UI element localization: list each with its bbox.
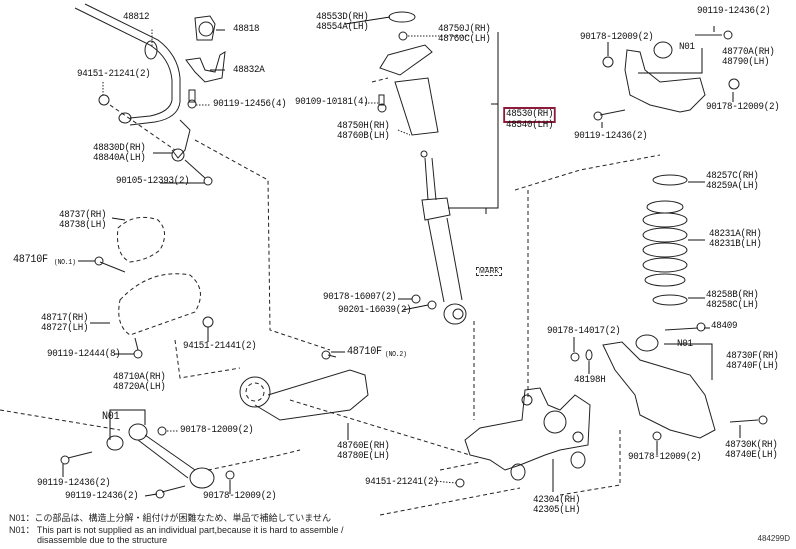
spring-drawing: [642, 174, 688, 306]
bracket-48832A-drawing: [185, 51, 226, 83]
leader-lines: [62, 16, 741, 497]
part-label-48738[interactable]: 48738(LH): [59, 220, 107, 231]
part-label-90105-12393[interactable]: 90105-12393(2): [116, 176, 190, 187]
part-label-48818[interactable]: 48818: [233, 24, 260, 35]
knuckle-drawing: [455, 387, 591, 488]
part-label-90178-12009-top-right-1[interactable]: 90178-12009(2): [580, 32, 654, 43]
part-label-48760C[interactable]: 48760C(LH): [438, 34, 491, 45]
part-label-48259A[interactable]: 48259A(LH): [706, 181, 759, 192]
upper-arm-drawing: [593, 30, 740, 121]
part-label-48740F[interactable]: 48740F(LH): [726, 361, 779, 372]
part-label-n01-lower-right[interactable]: N01: [677, 339, 693, 350]
stabilizer-bar-drawing: [74, 3, 181, 126]
part-label-48760E[interactable]: 48760E(RH): [337, 441, 390, 452]
part-label-48840A[interactable]: 48840A(LH): [93, 153, 146, 164]
part-label-48710F-no2-suffix: (NO.2): [385, 351, 407, 359]
shock-mount-drawing: [371, 11, 439, 158]
part-label-48540[interactable]: 48540(LH): [506, 120, 554, 131]
note-n01-japanese: N01：この部品は、構造上分解・組付けが困難なため、単品で補給していません: [9, 513, 331, 523]
part-label-90119-12444[interactable]: 90119-12444(8): [47, 349, 121, 360]
part-label-48750H[interactable]: 48750H(RH): [337, 121, 390, 132]
part-label-42304[interactable]: 42304(RH): [533, 495, 581, 506]
part-label-48720A[interactable]: 48720A(LH): [113, 382, 166, 393]
part-label-48231A[interactable]: 48231A(RH): [709, 229, 762, 240]
part-label-48760B[interactable]: 48760B(LH): [337, 131, 390, 142]
part-label-90109-10181[interactable]: 90109-10181(4): [295, 97, 369, 108]
part-label-48750J[interactable]: 48750J(RH): [438, 24, 491, 35]
part-label-48727[interactable]: 48727(LH): [41, 323, 89, 334]
member-mount-drawing: [94, 216, 214, 359]
part-label-90119-12436-top-right[interactable]: 90119-12436(2): [697, 6, 771, 17]
part-label-48409[interactable]: 48409: [711, 321, 738, 332]
part-label-48790[interactable]: 48790(LH): [722, 57, 770, 68]
part-label-90201-16039[interactable]: 90201-16039(2): [338, 305, 412, 316]
part-label-90119-12436-bottom-left-1[interactable]: 90119-12436(2): [37, 478, 111, 489]
part-label-48554A[interactable]: 48554A(LH): [316, 22, 369, 33]
part-label-48780E[interactable]: 48780E(LH): [337, 451, 390, 462]
shock-absorber-drawing: [411, 157, 467, 325]
part-label-90119-12456[interactable]: 90119-12456(4): [213, 99, 287, 110]
part-label-48710F-no2[interactable]: 48710F: [347, 346, 382, 358]
bolt-90119-12456-drawing: [187, 89, 197, 109]
part-label-90178-12009-bottom-left[interactable]: 90178-12009(2): [203, 491, 277, 502]
part-label-90119-12436-bottom-left-2[interactable]: 90119-12436(2): [65, 491, 139, 502]
part-label-42305[interactable]: 42305(LH): [533, 505, 581, 516]
bushing-48818-drawing: [194, 15, 216, 41]
part-label-48832A[interactable]: 48832A: [233, 65, 265, 76]
part-label-90178-14017[interactable]: 90178-14017(2): [547, 326, 621, 337]
part-label-90178-16007[interactable]: 90178-16007(2): [323, 292, 397, 303]
lateral-arm-drawing: [239, 350, 369, 421]
stabilizer-link-drawing: [171, 119, 213, 186]
part-label-48258B[interactable]: 48258B(RH): [706, 290, 759, 301]
part-label-94151-21241-bottom[interactable]: 94151-21241(2): [365, 477, 439, 488]
part-label-90178-12009-bottom-right[interactable]: 90178-12009(2): [628, 452, 702, 463]
nut-94151-21241-drawing: [98, 94, 110, 106]
part-label-48717[interactable]: 48717(RH): [41, 313, 89, 324]
part-label-48737[interactable]: 48737(RH): [59, 210, 107, 221]
note-n01-english-line2: disassemble due to the structure: [37, 535, 168, 545]
part-label-48730F[interactable]: 48730F(RH): [726, 351, 779, 362]
part-label-n01-left[interactable]: N01: [102, 411, 120, 423]
part-label-48830D[interactable]: 48830D(RH): [93, 143, 146, 154]
part-label-94151-21241-top[interactable]: 94151-21241(2): [77, 69, 151, 80]
part-label-94151-21441[interactable]: 94151-21441(2): [183, 341, 257, 352]
part-label-48710F-no1-suffix: (NO.1): [54, 259, 76, 267]
part-label-48740E[interactable]: 48740E(LH): [725, 450, 778, 461]
part-label-48530-selected[interactable]: 48530(RH): [503, 107, 556, 123]
part-label-48710A[interactable]: 48710A(RH): [113, 372, 166, 383]
part-label-48231B[interactable]: 48231B(LH): [709, 239, 762, 250]
mark-label: MARK: [476, 267, 503, 276]
part-label-48710F-no1[interactable]: 48710F: [13, 254, 48, 266]
part-label-90178-12009-top-right-2[interactable]: 90178-12009(2): [706, 102, 780, 113]
part-label-48198H[interactable]: 48198H: [574, 375, 606, 386]
part-label-48553D[interactable]: 48553D(RH): [316, 12, 369, 23]
part-label-48258C[interactable]: 48258C(LH): [706, 300, 759, 311]
part-label-90119-12436-top-right-2[interactable]: 90119-12436(2): [574, 131, 648, 142]
note-n01-english-line1: N01： This part is not supplied as an ind…: [9, 525, 344, 535]
part-label-48257C[interactable]: 48257C(RH): [706, 171, 759, 182]
toe-arm-drawing: [60, 423, 235, 499]
part-label-48770A[interactable]: 48770A(RH): [722, 47, 775, 58]
part-label-48730K[interactable]: 48730K(RH): [725, 440, 778, 451]
part-label-n01-upper[interactable]: N01: [679, 42, 695, 53]
lower-arm-drawing: [570, 322, 768, 441]
part-label-48812[interactable]: 48812: [123, 12, 150, 23]
part-label-90178-12009-left[interactable]: 90178-12009(2): [180, 425, 254, 436]
drawing-code: 484299D: [757, 534, 790, 543]
